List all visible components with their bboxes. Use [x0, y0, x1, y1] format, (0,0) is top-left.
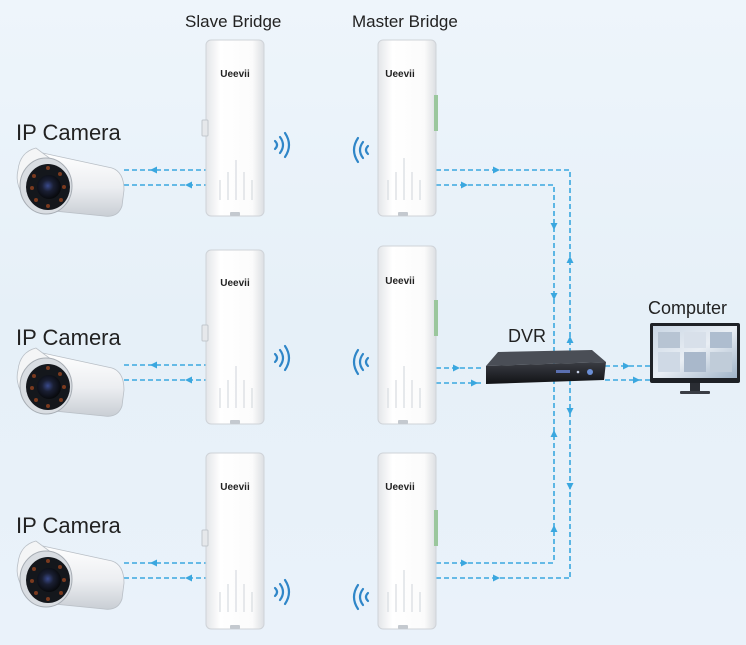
- device-brand: Ueevii: [385, 276, 415, 287]
- camera-label-2: IP Camera: [16, 325, 121, 350]
- ip-camera-1: [16, 147, 125, 217]
- device-brand: Ueevii: [385, 69, 415, 80]
- wifi-signal-icon: [273, 131, 291, 159]
- slave-bridge-2: Ueevii: [201, 249, 265, 425]
- slave-bridge-title: Slave Bridge: [185, 12, 282, 31]
- device-brand: Ueevii: [385, 482, 415, 493]
- wifi-signal-icon: [352, 583, 370, 611]
- master-bridge-1: Ueevii: [377, 39, 438, 217]
- wifi-signal-icon: [352, 136, 370, 164]
- wifi-signal-icon: [273, 578, 291, 606]
- ip-camera-3: [16, 540, 125, 610]
- wifi-signal-icons: [273, 131, 370, 611]
- flow-arrows: [150, 166, 640, 582]
- computer-label: Computer: [648, 298, 728, 318]
- wifi-signal-icon: [273, 344, 291, 372]
- master-bridge-2: Ueevii: [377, 245, 438, 425]
- device-brand: Ueevii: [220, 278, 250, 289]
- camera-label-3: IP Camera: [16, 513, 121, 538]
- slave-bridge-1: Ueevii: [201, 39, 265, 217]
- dvr-icon: [486, 350, 606, 384]
- slave-bridge-3: Ueevii: [201, 452, 265, 630]
- camera-label-1: IP Camera: [16, 120, 121, 145]
- master-bridge-title: Master Bridge: [352, 12, 458, 31]
- trunk-outer: [436, 169, 571, 578]
- device-brand: Ueevii: [220, 69, 250, 80]
- master-bridge-3: Ueevii: [377, 452, 438, 630]
- wifi-signal-icon: [352, 348, 370, 376]
- dvr-label: DVR: [508, 326, 547, 346]
- device-brand: Ueevii: [220, 482, 250, 493]
- computer-monitor-icon: [650, 323, 740, 394]
- ip-camera-2: [16, 347, 125, 417]
